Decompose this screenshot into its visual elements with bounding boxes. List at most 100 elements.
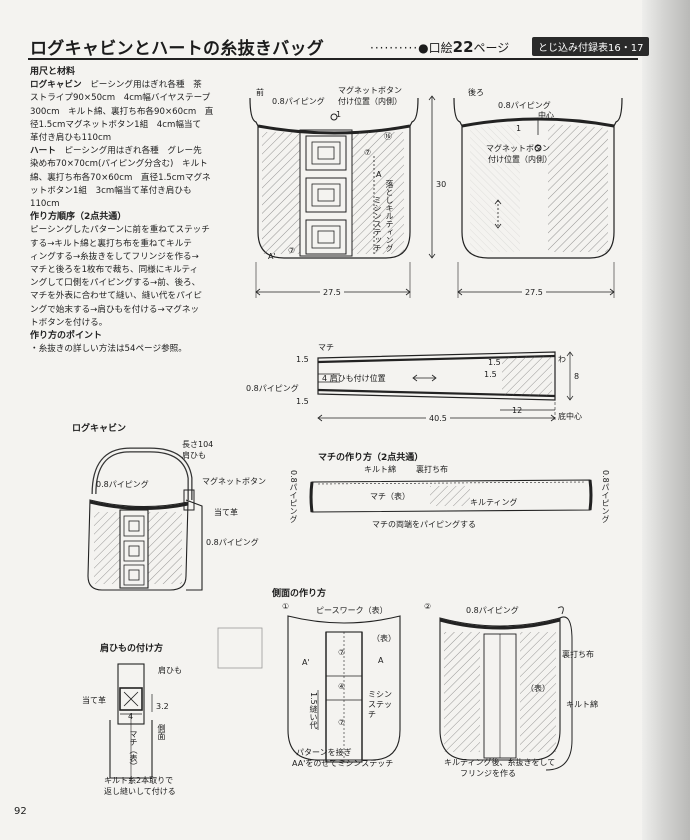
materials-heart-line: ピーシング用はぎれ各種 グレー先 xyxy=(64,146,202,157)
side-step-2: ② xyxy=(424,602,432,611)
side-piecework: ピースワーク（表） xyxy=(316,606,388,615)
log-bag-leather-label: 当て革 xyxy=(214,508,238,517)
front-block-7b: ⑦ xyxy=(288,246,296,255)
log-cabin-bag xyxy=(87,447,203,591)
gusset-piping-label: 0.8パイピング xyxy=(246,384,299,393)
log-bag-strap-length: 長さ104 xyxy=(182,440,214,449)
strap-attach-strap: 肩ひも xyxy=(158,666,182,675)
front-magnet-label: マグネットボタン xyxy=(338,86,402,95)
front-width-dim: 27.5 xyxy=(320,288,344,298)
gusset-make-lining: 裏打ち布 xyxy=(416,465,448,474)
gusset-dim-12: 12 xyxy=(512,406,523,415)
gusset-bottom-center: 底中心 xyxy=(558,412,582,421)
ref-suffix: ページ xyxy=(473,41,510,55)
materials-heart: ハート ピーシング用はぎれ各種 グレー先 xyxy=(30,145,220,158)
materials-log-title: ログキャビン xyxy=(30,80,82,91)
log-bag-strap-label: 肩ひも xyxy=(182,451,206,460)
page-title: ログキャビンとハートの糸抜きバッグ xyxy=(30,39,325,59)
back-piping-label: 0.8パイピング xyxy=(498,101,551,110)
gusset-make-left-piping: 0.8パイピング xyxy=(289,470,298,523)
side-4: ④ xyxy=(338,682,346,691)
log-bag-piping-label: 0.8パイピング xyxy=(96,480,149,489)
gusset-dim-15d: 1.5 xyxy=(484,370,497,379)
steps-line: ィングする→糸抜きをしてフリンジを作る→ xyxy=(30,251,199,262)
side-omote: （表） xyxy=(372,634,396,643)
log-bag-piping2-label: 0.8パイピング xyxy=(206,538,259,547)
materials-block: 用尺と材料 ログキャビン ピーシング用はぎれ各種 茶 ストライプ90×50cm … xyxy=(30,66,220,356)
materials-heading: 用尺と材料 xyxy=(30,67,76,77)
gusset-dim-15b: 1.5 xyxy=(296,397,309,406)
back-label: 後ろ xyxy=(468,88,484,97)
front-stitch-label: 落としキルティング xyxy=(385,180,394,252)
supplement-badge: とじ込み付録表16・17 xyxy=(532,37,650,56)
ref-number: 22 xyxy=(452,38,474,56)
gusset-dim-15c: 1.5 xyxy=(488,358,501,367)
gusset-make-quilting: キルティング xyxy=(470,498,518,507)
back-center-label: 中心 xyxy=(538,111,554,120)
front-panel xyxy=(249,95,436,298)
strap-attach-diagram xyxy=(109,663,153,784)
gusset-make-batting: キルト綿 xyxy=(364,465,396,474)
side-seam: 1.5縫い代 xyxy=(309,692,318,729)
side-panel-step1 xyxy=(287,615,401,763)
front-block-16: ⑯ xyxy=(384,132,392,141)
gusset-make-machi: マチ（表） xyxy=(370,492,410,501)
side-caption-4: フリンジを作る xyxy=(460,769,516,778)
materials-log-line: 革付き肩ひも110cm xyxy=(30,133,112,144)
title-dots: ·········· xyxy=(370,41,419,55)
materials-heart-line: 110cm xyxy=(30,199,60,210)
front-a2-label: A' xyxy=(268,252,276,261)
background-box xyxy=(217,627,263,669)
points-line: ・糸抜きの詳しい方法は54ページ参照。 xyxy=(30,344,187,355)
gusset-make-diagram xyxy=(309,479,593,513)
ref-prefix: 口絵 xyxy=(428,41,453,55)
title-reference: ··········●口絵22ページ xyxy=(370,38,509,56)
side2-batting: キルト綿 xyxy=(566,700,598,709)
front-label: 前 xyxy=(256,88,264,97)
gusset-dim-15a: 1.5 xyxy=(296,355,309,364)
front-block-7a: ⑦ xyxy=(364,148,372,157)
points-heading: 作り方のポイント xyxy=(30,331,103,342)
steps-line: ピーシングしたパターンに前を重ねてステッチ xyxy=(30,225,210,236)
strap-attach-caption-1: キルト糸2本取りで xyxy=(104,776,174,785)
gusset-strap-position: 4 肩ひも付け位置 xyxy=(322,374,386,383)
log-bag-title: ログキャビン xyxy=(72,424,127,434)
front-height-dim: 30 xyxy=(436,180,447,189)
materials-log-line: ストライプ90×50cm 4cm幅バイヤステープ xyxy=(30,93,211,104)
strap-attach-title: 肩ひもの付け方 xyxy=(100,644,164,654)
side-caption-1: パターンを接ぎ xyxy=(296,748,352,757)
side-7a: ⑦ xyxy=(338,648,346,657)
materials-heart-line: 染め布70×70cm(パイピング分含む) キルト xyxy=(30,159,208,170)
side-7b: ⑦ xyxy=(338,718,346,727)
front-piping-label: 0.8パイピング xyxy=(272,97,325,106)
gusset-height-dim: 8 xyxy=(574,372,580,381)
log-bag-magnet-label: マグネットボタン xyxy=(202,477,266,486)
front-one-label: 1 xyxy=(336,110,342,119)
back-magnet-label-2: 付け位置（内側） xyxy=(488,155,552,164)
side2-lining: 裏打ち布 xyxy=(562,650,594,659)
side-caption-2: AA'をのせてミシンステッチ xyxy=(292,759,394,768)
steps-line: ングして口側をパイピングする→前、後ろ、 xyxy=(30,278,201,289)
materials-log-line: 300cm キルト綿、裏打ち布各90×60cm 直 xyxy=(30,106,214,117)
back-width-dim: 27.5 xyxy=(522,288,546,298)
strap-attach-leather: 当て革 xyxy=(82,696,106,705)
steps-line: マチを外表に合わせて縫い、縫い代をパイピ xyxy=(30,291,202,302)
materials-heart-line: 綿、裏打ち布各70×60cm 直径1.5cmマグネ xyxy=(30,172,211,183)
back-one-label: 1 xyxy=(516,124,522,133)
side-machine: ミシンステッチ xyxy=(368,690,392,719)
title-rule xyxy=(28,58,638,60)
page-number: 92 xyxy=(14,806,27,817)
steps-heading: 作り方順序（2点共通） xyxy=(30,212,127,223)
side-caption-3: キルティング後、糸抜きをして xyxy=(444,758,556,767)
side-a2: A' xyxy=(302,658,310,667)
side-step-1: ① xyxy=(282,602,290,611)
gusset-make-caption: マチの両端をパイピングする xyxy=(372,520,476,529)
gusset-label: マチ xyxy=(318,343,334,352)
gusset-fold-label: わ xyxy=(558,355,566,364)
ref-mark: ● xyxy=(418,41,429,55)
side-make-title: 側面の作り方 xyxy=(272,589,327,599)
back-panel xyxy=(453,97,623,298)
materials-heart-title: ハート xyxy=(30,146,56,157)
